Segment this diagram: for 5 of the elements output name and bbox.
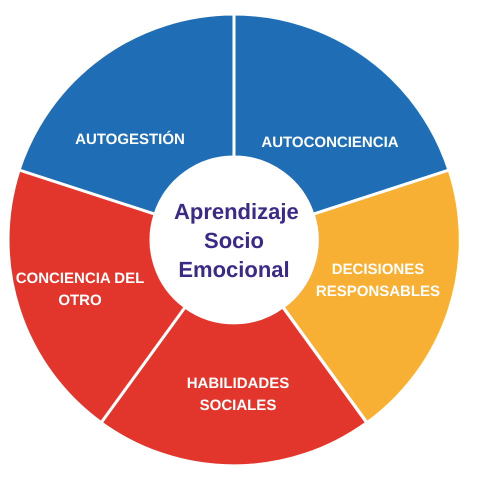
segment-label: DECISIONES RESPONSABLES	[314, 260, 442, 302]
segment-label: HABILIDADES SOCIALES	[186, 374, 290, 416]
segment-label: AUTOCONCIENCIA	[260, 133, 400, 153]
segment-label: CONCIENCIA DEL OTRO	[15, 268, 145, 311]
segment-label: AUTOGESTIÓN	[74, 130, 186, 150]
